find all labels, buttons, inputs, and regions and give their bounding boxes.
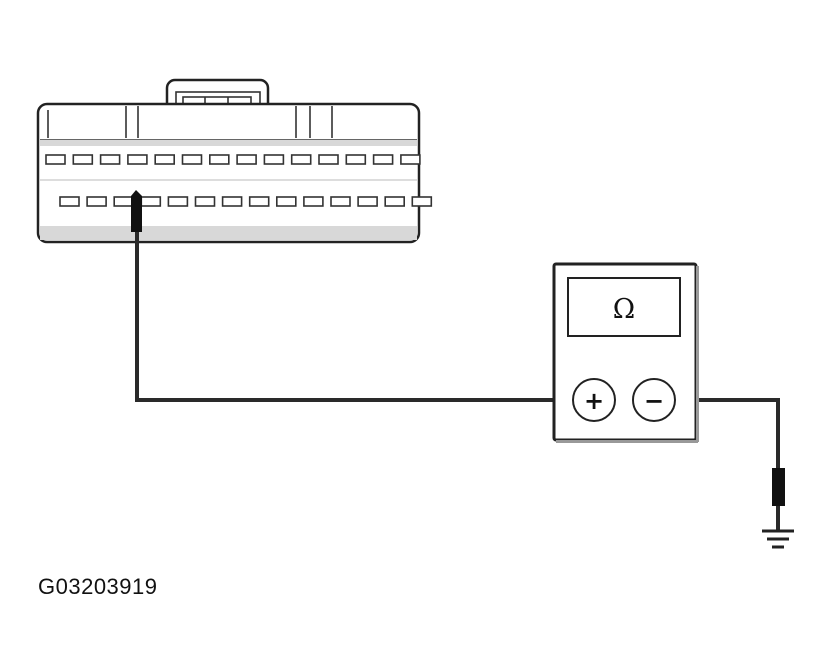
pin-cavity [275, 196, 297, 207]
pin-cavity [86, 196, 107, 207]
connector [36, 78, 433, 244]
positive-terminal-label: + [584, 387, 604, 415]
pin-cavity [248, 196, 270, 207]
negative-lead-wire [676, 398, 780, 470]
pin-cavity [345, 154, 367, 165]
pin-cavity [384, 196, 406, 207]
pin-cavity [221, 196, 243, 207]
pin-cavity [113, 196, 134, 207]
positive-lead-wire [135, 232, 572, 402]
meter-display: Ω [567, 277, 681, 337]
pin-row-top [45, 154, 421, 165]
probe-connector [131, 190, 142, 232]
pin-row-bottom [59, 196, 433, 207]
pin-cavity [99, 154, 121, 165]
pin-cavity [59, 196, 80, 207]
negative-terminal: − [632, 378, 676, 422]
pin-cavity [357, 196, 378, 207]
pin-cavity [372, 154, 394, 165]
pin-cavity [411, 196, 433, 207]
pin-cavity [236, 154, 257, 165]
pin-cavity [318, 154, 339, 165]
pin-cavity [140, 196, 162, 207]
pin-cavity [209, 154, 230, 165]
pin-cavity [154, 154, 175, 165]
pin-cavity [72, 154, 94, 165]
ohm-symbol: Ω [613, 294, 635, 325]
positive-terminal: + [572, 378, 616, 422]
pin-cavity [181, 154, 203, 165]
pin-cavity [45, 154, 66, 165]
pin-cavity [194, 196, 216, 207]
pin-cavity [303, 196, 324, 207]
pin-cavity [167, 196, 189, 207]
pin-cavity [127, 154, 148, 165]
pin-cavity [330, 196, 351, 207]
figure-id: G03203919 [38, 574, 158, 599]
probe-ground [772, 468, 785, 530]
ground-symbol-icon [762, 529, 794, 549]
negative-terminal-label: − [644, 387, 664, 415]
pin-cavity [290, 154, 312, 165]
pin-cavity [400, 154, 421, 165]
pin-cavity [263, 154, 285, 165]
connector-body [36, 102, 421, 244]
ohmmeter: Ω + − [552, 262, 699, 443]
